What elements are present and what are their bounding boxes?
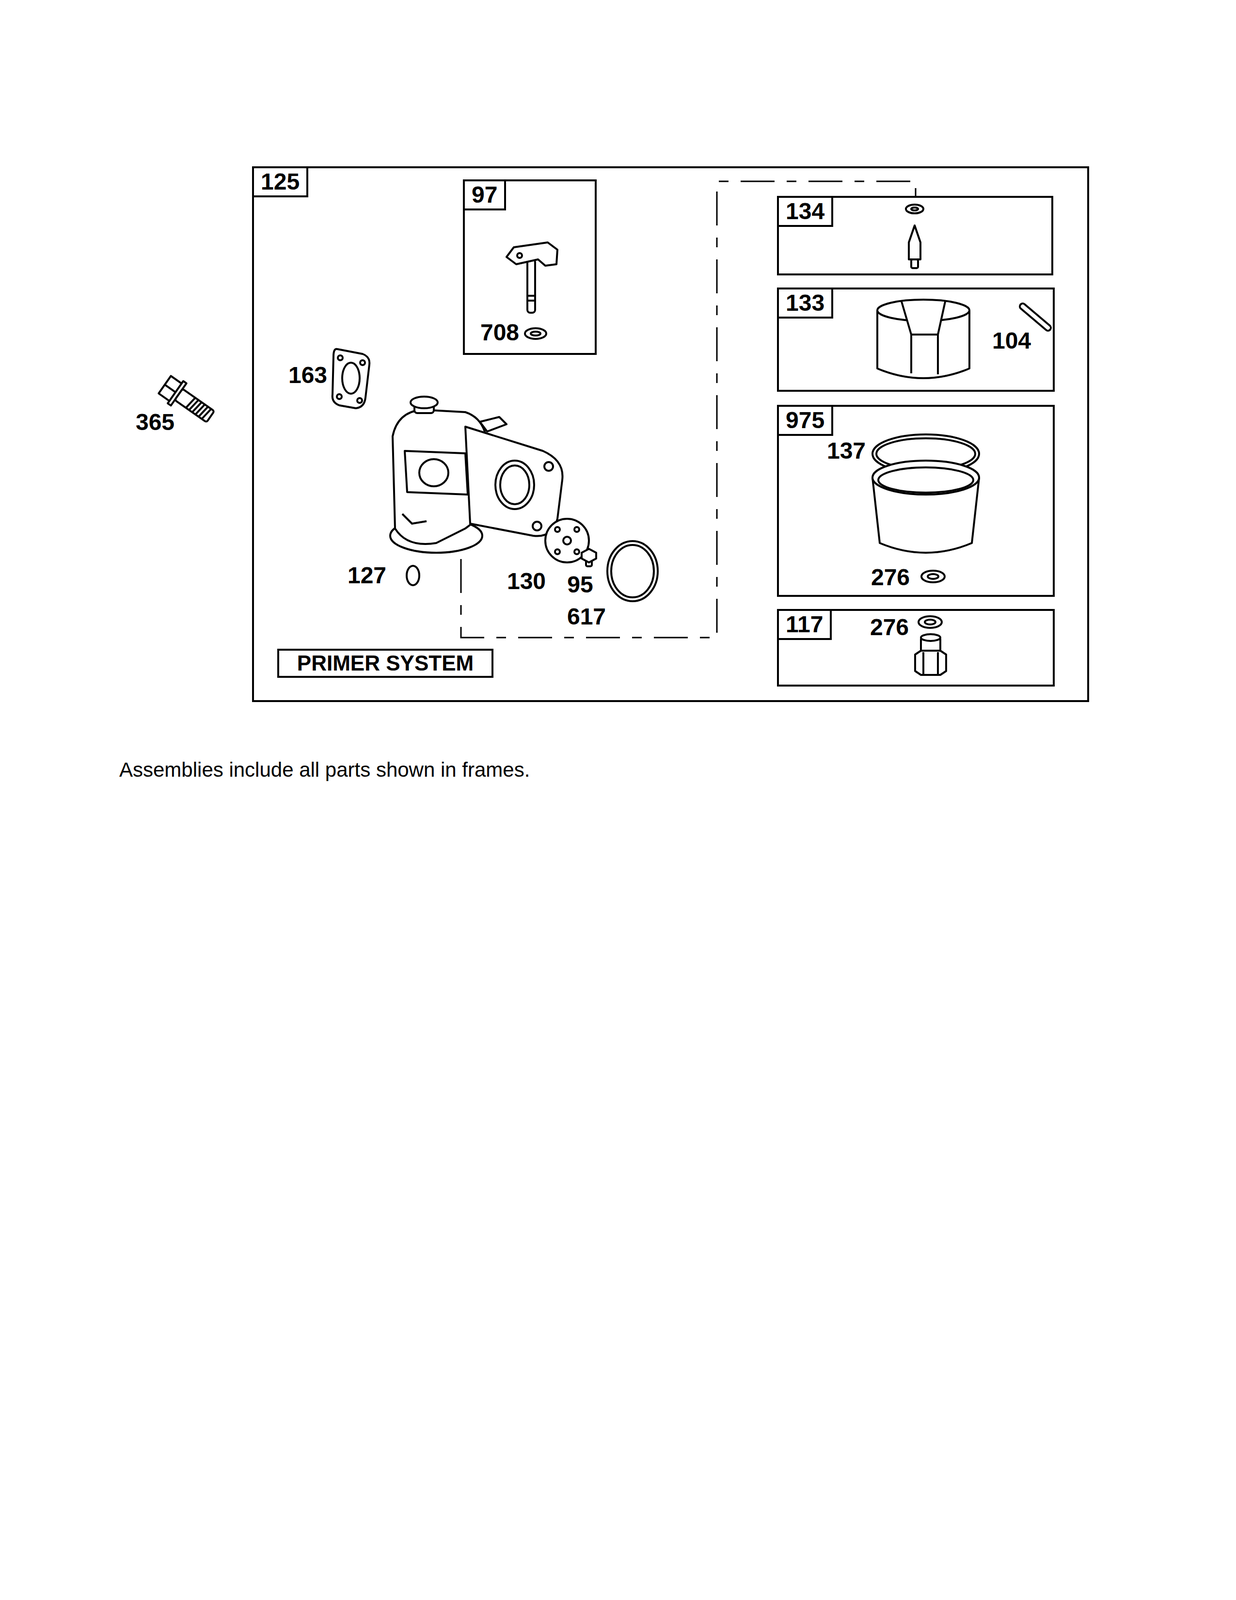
drawn-shape xyxy=(410,396,438,409)
callout-number: 104 xyxy=(992,328,1031,354)
drawn-shape xyxy=(872,460,980,495)
drawn-shape xyxy=(337,355,343,361)
drawn-shape xyxy=(402,513,427,524)
drawn-shape xyxy=(495,460,535,509)
drawn-shape xyxy=(500,465,530,505)
drawn-shape xyxy=(404,450,468,495)
drawn-shape xyxy=(465,426,563,537)
callout-number: 276 xyxy=(870,614,909,640)
assembly-number: 134 xyxy=(778,197,834,227)
gasket xyxy=(332,348,370,409)
assembly-frame: 975 xyxy=(776,404,1055,597)
washer xyxy=(921,570,945,583)
washer-hole xyxy=(927,573,939,579)
drawn-shape xyxy=(506,242,558,266)
washer xyxy=(524,328,547,339)
o-ring-inner xyxy=(611,544,654,598)
assembly-number: 133 xyxy=(778,289,834,319)
note-caption: Assemblies include all parts shown in fr… xyxy=(119,757,530,782)
drawn-shape xyxy=(357,397,363,403)
choke-shaft xyxy=(506,242,558,313)
float-bowl xyxy=(872,460,980,553)
drawn-shape xyxy=(574,526,580,532)
callout-number: 130 xyxy=(507,568,546,594)
callout-number: 163 xyxy=(288,362,328,388)
bowl-nut xyxy=(915,633,947,675)
assembly-number: 125 xyxy=(253,168,309,198)
drawn-shape xyxy=(544,461,554,471)
drawn-shape xyxy=(527,299,536,302)
drawn-shape xyxy=(936,651,939,674)
drawn-shape xyxy=(419,459,449,487)
callout-number: 617 xyxy=(567,603,606,630)
drawn-shape xyxy=(201,407,211,420)
o-ring xyxy=(607,540,658,602)
washer-hole xyxy=(530,331,541,336)
drawn-shape xyxy=(915,650,947,675)
drawn-shape xyxy=(479,416,507,432)
callout-number: 137 xyxy=(826,438,866,464)
screw xyxy=(581,548,597,567)
drawn-shape xyxy=(936,334,939,375)
drawn-shape xyxy=(908,225,921,260)
hinge-pin xyxy=(1022,306,1048,328)
washer-hole xyxy=(924,619,936,625)
drawn-shape xyxy=(342,362,360,394)
assembly-frame: 117 xyxy=(776,608,1055,687)
drawn-shape xyxy=(336,394,342,399)
drawn-shape xyxy=(517,253,523,258)
drawn-shape xyxy=(920,633,941,641)
drawn-shape xyxy=(527,294,536,297)
drawn-shape xyxy=(332,348,370,409)
system-label-box: PRIMER SYSTEM xyxy=(277,648,494,678)
callout-number: 276 xyxy=(871,564,910,590)
assembly-number: 117 xyxy=(778,610,832,640)
drawn-shape xyxy=(527,259,536,313)
welch-plug xyxy=(406,565,420,586)
assembly-frame: 134 xyxy=(776,195,1054,276)
callout-number: 708 xyxy=(480,319,520,346)
drawn-shape xyxy=(532,521,542,531)
callout-number: 365 xyxy=(135,409,175,435)
carburetor xyxy=(390,396,563,553)
assembly-number: 975 xyxy=(778,406,834,436)
washer xyxy=(918,616,942,628)
assembly-frame: 125 97 134 133 975 117PRIMER SYSTEM xyxy=(252,166,1090,702)
dashed-leader xyxy=(460,181,916,638)
drawn-shape xyxy=(554,526,560,532)
drawn-shape xyxy=(174,388,215,423)
drawn-shape xyxy=(581,548,597,563)
drawn-shape xyxy=(905,204,924,214)
float xyxy=(877,299,970,379)
drawn-shape xyxy=(878,467,974,493)
drawn-shape xyxy=(574,549,580,555)
drawn-shape xyxy=(360,360,365,365)
drawn-shape xyxy=(922,651,925,674)
drawn-shape xyxy=(554,549,560,555)
callout-number: 127 xyxy=(347,562,387,588)
drawn-shape xyxy=(901,301,946,335)
hinge-pin-fill xyxy=(1022,306,1048,328)
system-label: PRIMER SYSTEM xyxy=(297,650,474,676)
drawn-shape xyxy=(911,259,919,269)
drawn-shape xyxy=(911,207,919,211)
drawn-shape xyxy=(910,334,913,374)
inlet-needle xyxy=(905,204,924,269)
drawn-shape xyxy=(563,536,571,545)
callout-number: 95 xyxy=(567,571,593,598)
assembly-number: 97 xyxy=(464,181,507,211)
